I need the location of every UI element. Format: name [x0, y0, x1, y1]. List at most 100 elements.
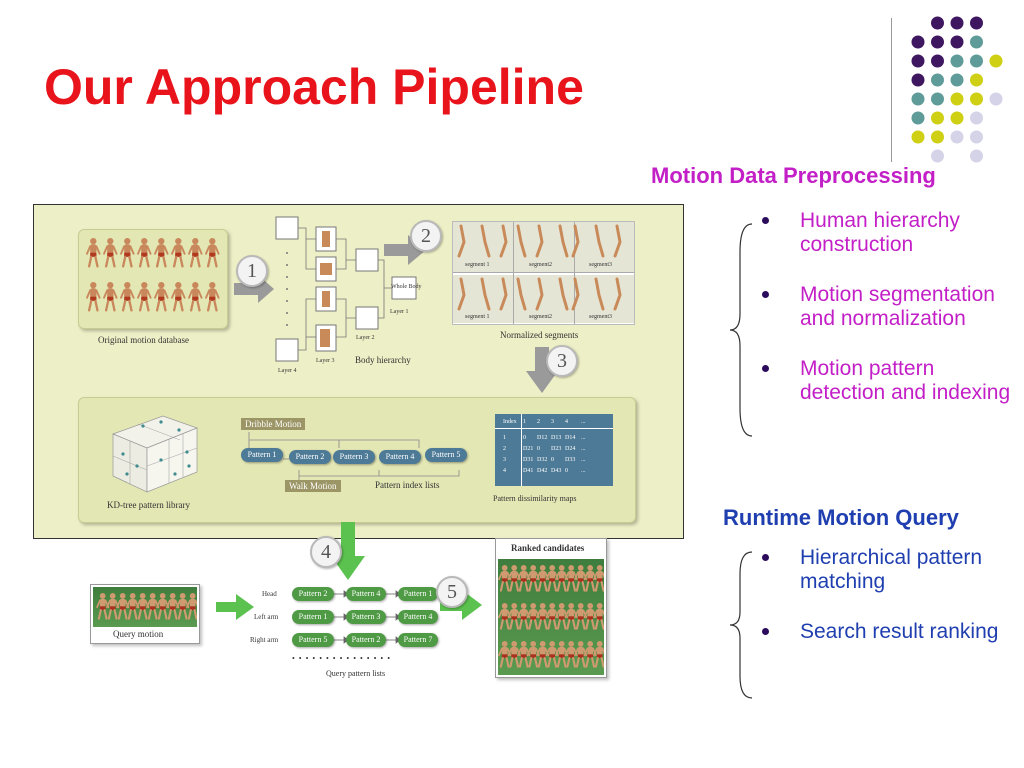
- human-figure-icon: [186, 593, 200, 620]
- human-figure-icon: [536, 603, 550, 630]
- human-figure-icon: [205, 238, 220, 268]
- decorative-dot: [970, 54, 983, 68]
- matrix-cell: D12: [537, 435, 548, 441]
- matrix-cell: D41: [523, 468, 534, 474]
- human-figure-icon: [526, 641, 540, 668]
- query-pattern-pill: Pattern 5: [292, 633, 334, 647]
- decorative-dot: [970, 111, 983, 125]
- matrix-cell: D43: [551, 468, 562, 474]
- human-figure-icon: [574, 565, 588, 592]
- matrix-cell: ...: [581, 446, 586, 452]
- decorative-dot: [970, 35, 983, 49]
- human-figure-icon: [564, 603, 578, 630]
- matrix-cell: D32: [537, 457, 548, 463]
- human-figure-icon: [593, 565, 607, 592]
- arrow-down-icon: [526, 347, 558, 393]
- pattern-pill: Pattern 2: [289, 450, 331, 464]
- layer-label: Layer 3: [316, 358, 335, 364]
- caption-dissimilarity: Pattern dissimilarity maps: [493, 494, 577, 503]
- preprocessing-figure: Original motion database 1 Whole Body La…: [33, 204, 684, 539]
- human-figure-icon: [103, 238, 118, 268]
- decorative-dot: [931, 73, 944, 87]
- leg-icon: [558, 224, 569, 258]
- bullet-item: Hierarchical pattern matching: [762, 546, 1010, 594]
- human-figure-icon: [593, 641, 607, 668]
- decorative-dot: [970, 149, 983, 163]
- human-figure-icon: [156, 593, 170, 620]
- segment-label: segment2: [529, 314, 552, 320]
- human-figure-icon: [545, 603, 559, 630]
- human-figure-icon: [545, 565, 559, 592]
- caption-query-motion: Query motion: [113, 629, 164, 639]
- query-pattern-pill: Pattern 3: [346, 610, 386, 624]
- human-figure-icon: [171, 238, 186, 268]
- matrix-cell: D13: [551, 435, 562, 441]
- leg-icon: [516, 224, 527, 258]
- human-figure-icon: [526, 565, 540, 592]
- pattern-pill: Pattern 4: [379, 450, 421, 464]
- pattern-pill: Pattern 5: [425, 448, 467, 462]
- matrix-cell: 1: [503, 435, 506, 441]
- matrix-cell: ...: [581, 457, 586, 463]
- leg-icon: [571, 224, 580, 258]
- query-row-label: Left arm: [254, 613, 279, 621]
- decorative-dot: [911, 92, 925, 106]
- decorative-dot: [970, 73, 983, 87]
- caption-original-db: Original motion database: [98, 335, 189, 345]
- ranked-candidates-panel: Ranked candidates: [495, 538, 607, 678]
- decorative-dot: [950, 111, 964, 125]
- human-figure-icon: [86, 282, 101, 312]
- layer-label: Layer 4: [278, 368, 297, 374]
- human-figure-icon: [120, 238, 135, 268]
- section-heading-runtime-query: Runtime Motion Query: [723, 505, 959, 530]
- leg-icon: [516, 277, 527, 311]
- decorative-dot: [911, 130, 925, 144]
- decorative-dot: [970, 92, 983, 106]
- decorative-dot: [989, 92, 1003, 106]
- layer-label: Layer 2: [356, 335, 375, 341]
- kd-tree-cube-image: [112, 415, 198, 493]
- segment-label: segment 1: [465, 262, 490, 268]
- human-figure-icon: [583, 565, 597, 592]
- walk-motion-tag: Walk Motion: [285, 480, 341, 492]
- step-badge-1: 1: [236, 255, 268, 287]
- human-figure-icon: [517, 641, 531, 668]
- decorative-dot: [931, 16, 944, 30]
- pattern-pill: Pattern 3: [333, 450, 375, 464]
- arrow-down-icon: [331, 522, 365, 580]
- human-figure-icon: [583, 603, 597, 630]
- caption-normalized-segments: Normalized segments: [500, 330, 579, 340]
- brace-runtime-query: [729, 551, 753, 699]
- decorative-dot: [931, 130, 944, 144]
- segment-label: segment3: [589, 314, 612, 320]
- human-figure-icon: [154, 282, 169, 312]
- matrix-cell: ...: [581, 435, 586, 441]
- pattern-library-panel: KD-tree pattern library Dribble Motion W…: [78, 397, 636, 523]
- decorative-dot: [931, 149, 944, 163]
- bullet-item: Motion pattern detection and indexing: [762, 357, 1015, 405]
- section-heading-preprocessing: Motion Data Preprocessing: [651, 163, 936, 188]
- matrix-cell: D24: [565, 446, 576, 452]
- human-figure-icon: [166, 593, 180, 620]
- decorative-dot: [950, 35, 964, 49]
- decorative-dot: [931, 54, 944, 68]
- step-badge-5: 5: [436, 576, 468, 608]
- segment-label: segment3: [589, 262, 612, 268]
- bullet-item: Motion segmentation and normalization: [762, 283, 1015, 331]
- matrix-cell: D33: [565, 457, 576, 463]
- step-badge-2: 2: [410, 220, 442, 252]
- human-figure-icon: [517, 565, 531, 592]
- matrix-header-cell: Index: [503, 419, 517, 425]
- human-figure-icon: [564, 565, 578, 592]
- matrix-cell: D31: [523, 457, 534, 463]
- segment-label: segment 1: [465, 314, 490, 320]
- matrix-cell: 0: [537, 446, 540, 452]
- leg-icon: [480, 224, 491, 258]
- decorative-dot: [989, 54, 1003, 68]
- matrix-cell: 3: [503, 457, 506, 463]
- leg-icon: [594, 224, 605, 258]
- leg-icon: [594, 277, 605, 311]
- human-figure-icon: [171, 282, 186, 312]
- step-badge-4: 4: [310, 536, 342, 568]
- leg-icon: [499, 277, 508, 311]
